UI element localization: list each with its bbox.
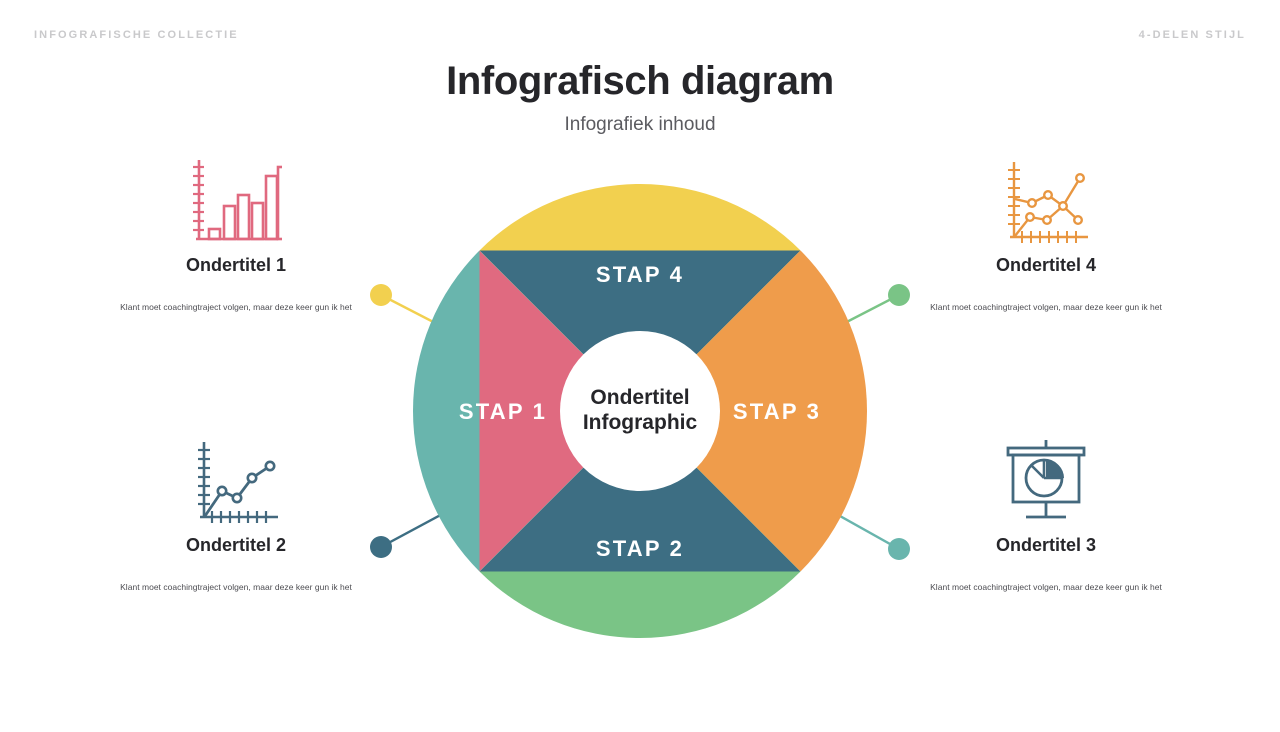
info-description-4: Klant moet coachingtraject volgen, maar …	[930, 302, 1162, 312]
info-block-bottom-right[interactable]: Ondertitel 3 Klant moet coachingtraject …	[906, 435, 1186, 592]
info-block-bottom-left[interactable]: Ondertitel 2 Klant moet coachingtraject …	[96, 435, 376, 592]
hub-title-line-2: Infographic	[582, 411, 698, 434]
diagram-hub: Ondertitel Infographic	[560, 331, 720, 491]
line-chart-icon	[96, 435, 376, 527]
page-subtitle: Infografiek inhoud	[564, 114, 716, 135]
step-label-4: STAP 4	[595, 262, 685, 287]
hub-title-line-1: Ondertitel	[590, 386, 690, 410]
step-label-3: STAP 3	[732, 399, 822, 424]
eyebrow-left: INFOGRAFISCHE COLLECTIE	[34, 29, 239, 41]
info-description-2: Klant moet coachingtraject volgen, maar …	[120, 582, 352, 592]
step-label-1: STAP 1	[458, 399, 548, 424]
step-label-2: STAP 2	[595, 536, 685, 561]
page-title: Infografisch diagram	[446, 59, 834, 103]
info-heading-3: Ondertitel 3	[995, 535, 1097, 555]
presentation-pie-chart-icon	[906, 435, 1186, 527]
info-heading-1: Ondertitel 1	[185, 255, 287, 275]
info-heading-4: Ondertitel 4	[995, 255, 1097, 275]
info-description-1: Klant moet coachingtraject volgen, maar …	[120, 302, 352, 312]
multi-line-chart-icon	[906, 155, 1186, 247]
bar-chart-icon	[96, 155, 376, 247]
info-block-top-left[interactable]: Ondertitel 1 Klant moet coachingtraject …	[96, 155, 376, 312]
info-block-top-right[interactable]: Ondertitel 4 Klant moet coachingtraject …	[906, 155, 1186, 312]
info-heading-2: Ondertitel 2	[185, 535, 287, 555]
infographic-diamond: STAP 4 STAP 1 STAP 3 STAP 2 Ondertitel I…	[318, 89, 962, 732]
eyebrow-right: 4-DELEN STIJL	[1138, 29, 1246, 41]
info-description-3: Klant moet coachingtraject volgen, maar …	[930, 582, 1162, 592]
